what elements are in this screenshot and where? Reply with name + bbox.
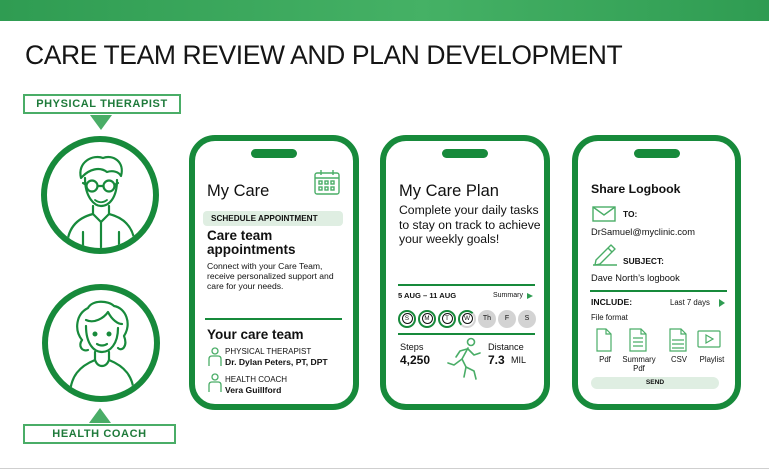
day-label: T [441,313,453,324]
day-circle[interactable]: T [438,310,456,328]
distance-unit: MIL [511,355,527,365]
team-member-name[interactable]: Vera Guillford [225,385,282,395]
date-range-select[interactable]: Last 7 days [670,298,710,307]
day-label: S [401,313,413,324]
coach-person-icon [68,300,136,396]
file-format-label: File format [591,313,628,322]
my-care-title: My Care [207,182,270,200]
calendar-icon [314,170,340,195]
appointments-heading: Care team appointments [207,228,296,257]
day-circle[interactable]: S [518,310,536,328]
day-label: W [461,313,473,324]
therapist-person-icon [65,155,137,248]
phone-speaker [442,149,488,158]
day-circle[interactable]: Th [478,310,496,328]
share-logbook-phone: Share Logbook TO: DrSamuel@myclinic.com … [572,135,741,410]
care-plan-description: Complete your daily tasks to stay on tra… [399,203,541,246]
video-icon[interactable] [697,328,721,350]
care-team-heading: Your care team [207,327,304,342]
care-plan-title: My Care Plan [399,182,499,200]
steps-label: Steps [400,342,424,352]
care-plan-phone: My Care Plan Complete your daily tasks t… [380,135,550,410]
runner-icon [447,337,481,380]
health-coach-avatar [42,284,160,402]
up-arrow-icon [89,408,111,423]
day-label: M [421,313,433,324]
week-date-range: 5 AUG – 11 AUG [398,291,457,300]
spreadsheet-icon[interactable] [669,328,687,352]
appointments-description: Connect with your Care Team, receive per… [207,261,334,291]
page-title: CARE TEAM REVIEW AND PLAN DEVELOPMENT [25,40,623,70]
play-arrow-icon[interactable] [719,299,725,307]
subject-label: SUBJECT: [623,256,664,266]
phone-speaker [251,149,297,158]
include-label: INCLUDE: [591,297,633,307]
distance-value: 7.3 [488,353,505,367]
send-button[interactable]: SEND [591,377,719,389]
format-label-pdf[interactable]: Pdf [599,355,611,364]
health-coach-label: HEALTH COACH [23,424,176,444]
steps-value: 4,250 [400,353,431,367]
day-circle[interactable]: F [498,310,516,328]
my-care-phone: My Care SCHEDULE APPOINTMENT Care team a… [189,135,359,410]
subject-field[interactable]: Dave North’s logbook [591,273,680,283]
mail-icon [592,206,616,222]
pencil-icon [593,244,617,266]
divider [398,333,535,335]
divider [398,284,535,286]
format-label-csv[interactable]: CSV [670,355,688,364]
file-icon[interactable] [596,328,612,352]
team-member-role: PHYSICAL THERAPIST [225,347,312,356]
document-icon[interactable] [629,328,647,352]
person-icon [208,347,222,366]
phone-speaker [633,149,680,158]
divider [590,290,727,292]
person-icon [208,373,222,392]
distance-label: Distance [488,342,524,352]
bottom-rule [0,468,769,469]
divider [205,318,342,320]
recipient-email-field[interactable]: DrSamuel@myclinic.com [591,227,695,237]
physical-therapist-label: PHYSICAL THERAPIST [23,94,181,114]
format-label-summary-pdf[interactable]: Summary Pdf [622,355,656,373]
day-circle[interactable]: W [458,310,476,328]
team-member-name[interactable]: Dr. Dylan Peters, PT, DPT [225,357,328,367]
format-label-playlist[interactable]: Playlist [699,355,725,364]
team-member-role: HEALTH COACH [225,375,288,384]
day-circle[interactable]: S [398,310,416,328]
play-arrow-icon[interactable] [527,293,533,299]
top-banner [0,0,769,21]
day-circle[interactable]: M [418,310,436,328]
summary-link[interactable]: Summary [493,292,523,299]
schedule-appointment-button[interactable]: SCHEDULE APPOINTMENT [203,211,343,226]
physical-therapist-avatar [41,136,159,254]
down-arrow-icon [90,115,112,130]
share-logbook-title: Share Logbook [591,182,681,196]
to-label: TO: [623,209,638,219]
